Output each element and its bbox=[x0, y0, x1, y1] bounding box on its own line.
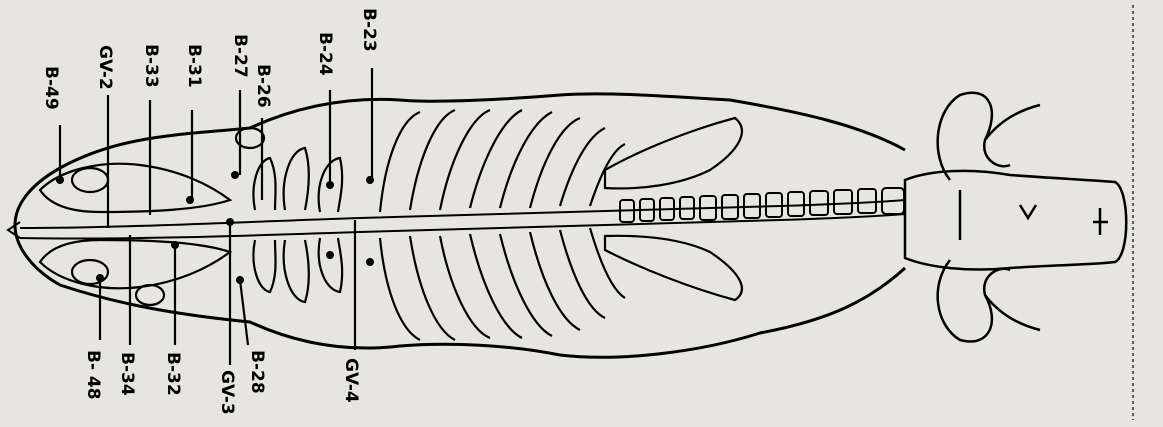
spine bbox=[20, 200, 905, 228]
label-b33: B-33 bbox=[141, 44, 161, 88]
muzzle-mark bbox=[1093, 208, 1108, 235]
horn-right bbox=[938, 260, 1040, 341]
label-b48: B- 48 bbox=[83, 350, 103, 400]
labels-top: B-49 GV-2 B-33 B-31 B-27 B-26 B-24 B-23 bbox=[41, 8, 379, 110]
label-b23: B-23 bbox=[359, 8, 379, 52]
label-b24: B-24 bbox=[315, 32, 335, 76]
label-b27: B-27 bbox=[230, 34, 250, 78]
lumbar-processes bbox=[253, 148, 342, 302]
label-gv4: GV-4 bbox=[341, 358, 361, 403]
label-gv3: GV-3 bbox=[217, 370, 237, 415]
label-gv2: GV-2 bbox=[95, 45, 115, 90]
leader-lines bbox=[60, 68, 372, 365]
head-outline bbox=[905, 171, 1126, 270]
face-v-mark bbox=[1020, 205, 1036, 218]
point-dot bbox=[326, 251, 334, 259]
label-b32: B-32 bbox=[163, 352, 183, 396]
label-b34: B-34 bbox=[117, 352, 137, 396]
point-dot bbox=[366, 258, 374, 266]
label-b31: B-31 bbox=[184, 44, 204, 88]
point-dot bbox=[231, 171, 239, 179]
head bbox=[905, 93, 1126, 342]
horn-left bbox=[938, 93, 1040, 180]
label-b26: B-26 bbox=[253, 64, 273, 108]
labels-bottom: B- 48 B-34 B-32 GV-3 B-28 GV-4 bbox=[83, 350, 361, 415]
label-b28: B-28 bbox=[247, 350, 267, 394]
label-b49: B-49 bbox=[41, 66, 61, 110]
